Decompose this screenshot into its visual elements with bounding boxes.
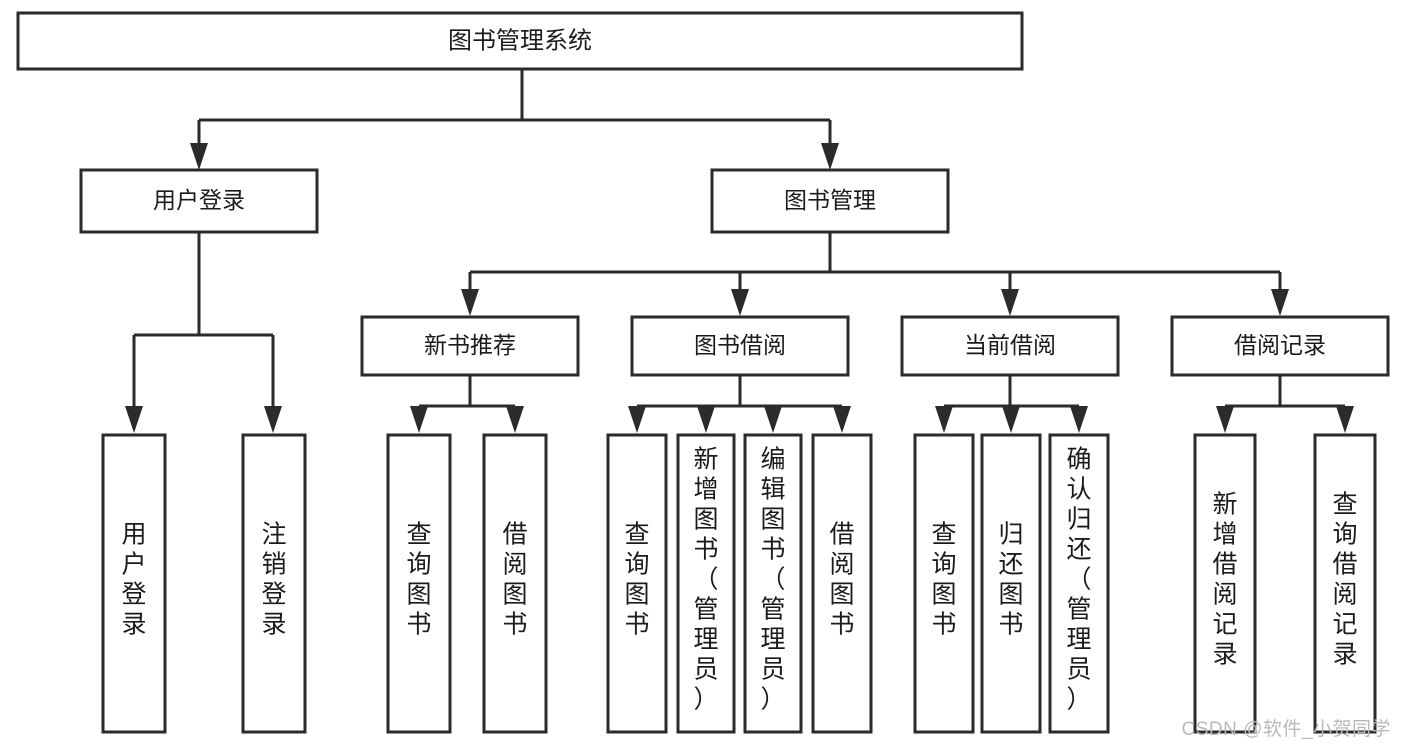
- leaf-label-leaf-logout: 注销登录: [261, 521, 286, 639]
- leaf-box-leaf-query-book-current: [913, 433, 975, 734]
- node-box-book-borrow: [630, 315, 850, 377]
- leaf-label-leaf-borrow-book: 借阅图书: [829, 521, 854, 639]
- leaf-box-leaf-add-record: [1193, 433, 1257, 734]
- node-box-book-manage: [710, 168, 950, 234]
- leaf-leaf-query-book-current[interactable]: 查询图书: [913, 433, 975, 734]
- node-label-book-manage: 图书管理: [784, 187, 876, 213]
- node-borrow-record[interactable]: 借阅记录: [1170, 315, 1390, 377]
- leaf-label-leaf-user-login: 用户登录: [121, 521, 146, 639]
- leaf-label-leaf-add-record: 新增借阅记录: [1212, 491, 1237, 669]
- node-root[interactable]: 图书管理系统: [16, 11, 1024, 71]
- node-layer: 图书管理系统用户登录图书管理新书推荐图书借阅当前借阅借阅记录用户登录注销登录查询…: [16, 11, 1390, 734]
- connector-borrowrecord-to-leaves: [1216, 375, 1354, 433]
- leaf-box-leaf-borrow-book-rec: [482, 433, 548, 734]
- leaf-label-leaf-query-book-rec: 查询图书: [406, 521, 431, 639]
- connector-userlogin-to-leaves: [125, 232, 282, 433]
- leaf-label-leaf-borrow-book-rec: 借阅图书: [502, 521, 527, 639]
- leaf-box-leaf-edit-book: [743, 433, 803, 734]
- leaf-leaf-query-record[interactable]: 查询借阅记录: [1313, 433, 1377, 734]
- node-label-book-borrow: 图书借阅: [694, 332, 786, 358]
- leaf-box-leaf-add-book: [676, 433, 736, 734]
- leaf-leaf-user-login[interactable]: 用户登录: [101, 433, 167, 734]
- node-box-borrow-record: [1170, 315, 1390, 377]
- leaf-label-leaf-return-book: 归还图书: [998, 521, 1023, 639]
- leaf-leaf-query-book-borrow[interactable]: 查询图书: [606, 433, 668, 734]
- leaf-leaf-add-record[interactable]: 新增借阅记录: [1193, 433, 1257, 734]
- node-box-new-book-recommend: [360, 315, 580, 377]
- leaf-label-leaf-edit-book: 编辑图书（管理员）: [760, 446, 785, 714]
- leaf-leaf-return-book[interactable]: 归还图书: [980, 433, 1042, 734]
- connector-newbook-to-leaves: [410, 375, 524, 433]
- leaf-label-leaf-query-book-borrow: 查询图书: [624, 521, 649, 639]
- connector-bookmanage-to-level2: [461, 232, 1289, 316]
- leaf-label-leaf-query-record: 查询借阅记录: [1332, 491, 1357, 669]
- leaf-label-leaf-add-book: 新增图书（管理员）: [693, 446, 718, 714]
- leaf-box-leaf-query-book-rec: [386, 433, 452, 734]
- node-box-user-login: [79, 168, 319, 234]
- node-book-manage[interactable]: 图书管理: [710, 168, 950, 234]
- csdn-watermark: CSDN @软件_小贺同学: [1181, 719, 1391, 740]
- node-label-root: 图书管理系统: [448, 27, 592, 54]
- node-label-user-login: 用户登录: [153, 187, 245, 213]
- node-new-book-recommend[interactable]: 新书推荐: [360, 315, 580, 377]
- node-current-borrow[interactable]: 当前借阅: [900, 315, 1120, 377]
- leaf-box-leaf-user-login: [101, 433, 167, 734]
- node-label-borrow-record: 借阅记录: [1234, 332, 1326, 358]
- node-label-new-book-recommend: 新书推荐: [424, 332, 516, 358]
- leaf-box-leaf-query-record: [1313, 433, 1377, 734]
- node-book-borrow[interactable]: 图书借阅: [630, 315, 850, 377]
- connector-bookborrow-to-leaves: [628, 375, 851, 433]
- leaf-leaf-borrow-book[interactable]: 借阅图书: [811, 433, 873, 734]
- leaf-leaf-confirm-return[interactable]: 确认归还（管理员）: [1048, 433, 1110, 734]
- leaf-box-leaf-query-book-borrow: [606, 433, 668, 734]
- leaf-leaf-borrow-book-rec[interactable]: 借阅图书: [482, 433, 548, 734]
- leaf-box-leaf-confirm-return: [1048, 433, 1110, 734]
- node-box-root: [16, 11, 1024, 71]
- connector-root-to-level1: [190, 69, 839, 170]
- leaf-label-leaf-query-book-current: 查询图书: [931, 521, 956, 639]
- leaf-leaf-logout[interactable]: 注销登录: [241, 433, 307, 734]
- leaf-leaf-edit-book[interactable]: 编辑图书（管理员）: [743, 433, 803, 734]
- connector-currentborrow-to-leaves: [935, 375, 1088, 433]
- node-label-current-borrow: 当前借阅: [964, 332, 1056, 358]
- node-user-login[interactable]: 用户登录: [79, 168, 319, 234]
- leaf-box-leaf-return-book: [980, 433, 1042, 734]
- node-box-current-borrow: [900, 315, 1120, 377]
- leaf-label-leaf-confirm-return: 确认归还（管理员）: [1066, 446, 1091, 714]
- leaf-box-leaf-borrow-book: [811, 433, 873, 734]
- leaf-leaf-add-book[interactable]: 新增图书（管理员）: [676, 433, 736, 734]
- leaf-leaf-query-book-rec[interactable]: 查询图书: [386, 433, 452, 734]
- leaf-box-leaf-logout: [241, 433, 307, 734]
